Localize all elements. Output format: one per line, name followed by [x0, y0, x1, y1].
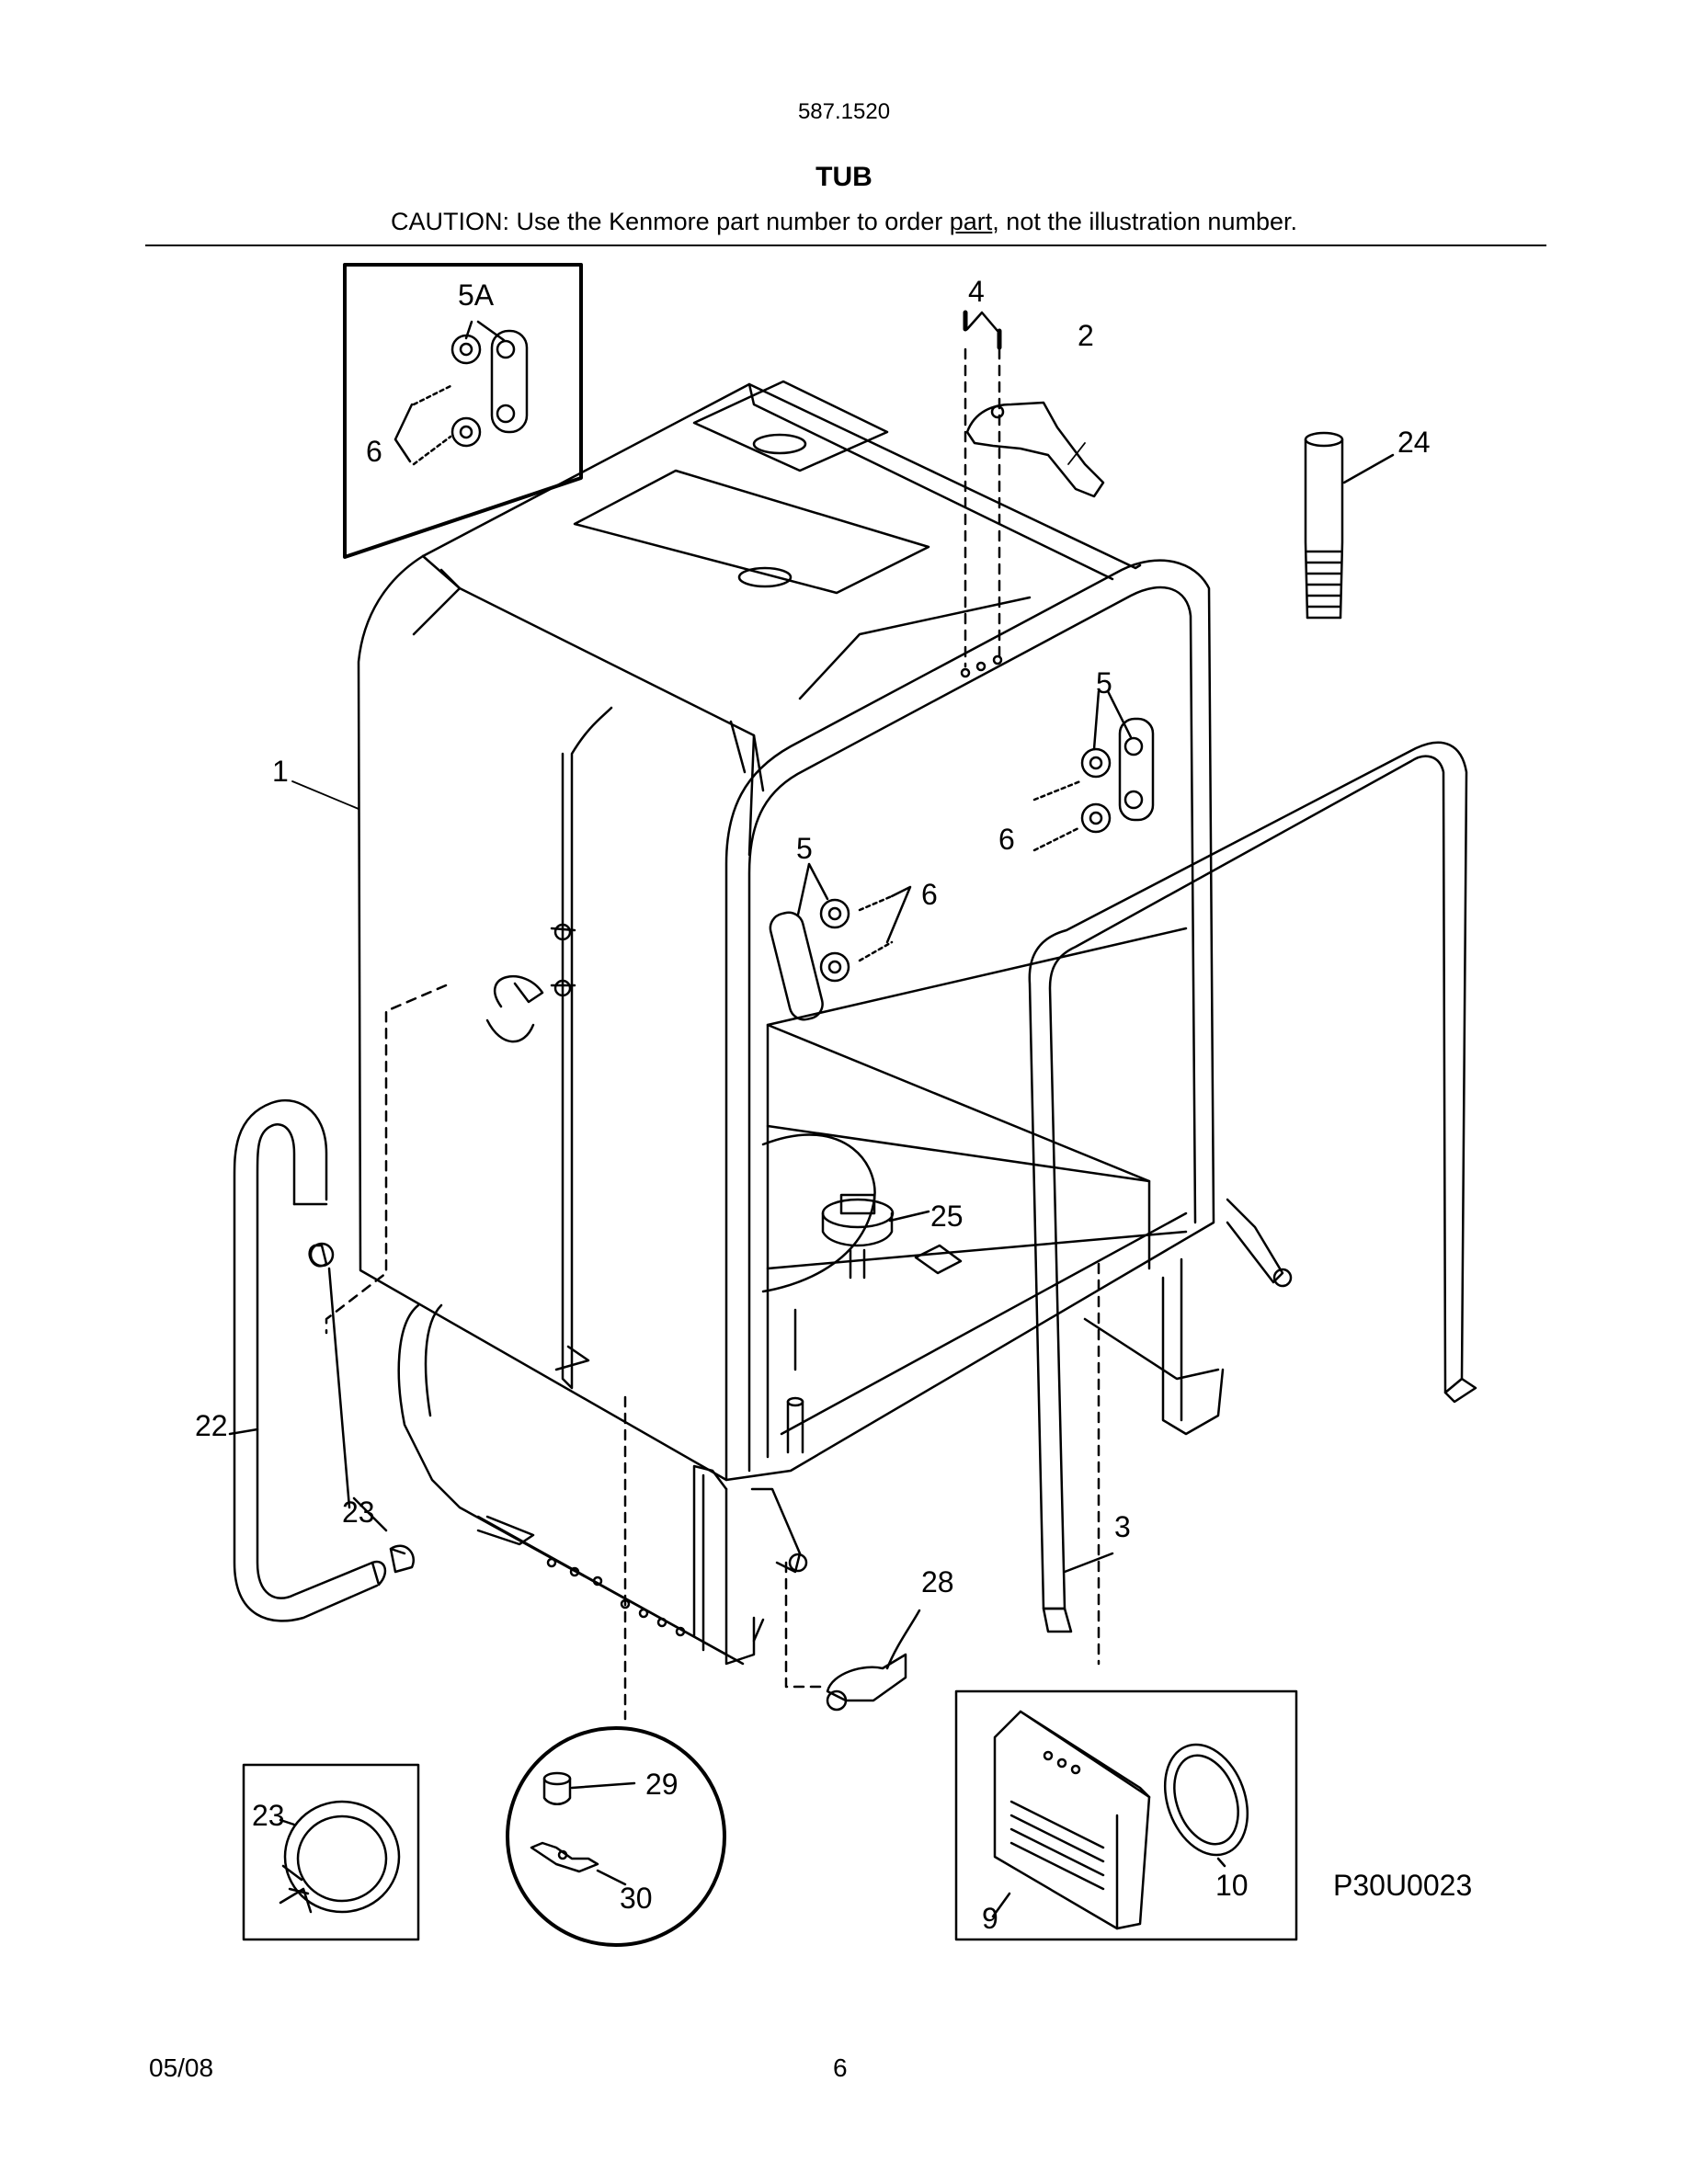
callout-1: 1 [272, 755, 289, 788]
hinge-bracket [963, 310, 1105, 668]
page-number: 6 [833, 2053, 848, 2082]
door-switch [826, 1609, 921, 1712]
page-title: TUB [815, 162, 873, 192]
footer-date: 05/08 [149, 2053, 214, 2082]
heater-and-float [761, 1133, 963, 1454]
rack-rollers [769, 689, 1155, 1021]
inset-float-switch [506, 1726, 726, 1947]
door-gasket [1028, 741, 1477, 1633]
diagram-code: P30U0023 [1333, 1869, 1472, 1902]
model-number: 587.1520 [797, 99, 891, 124]
vent-pipe [1304, 431, 1395, 620]
callout-5a: 5A [458, 279, 495, 312]
callout-6: 6 [921, 878, 938, 911]
callout-9: 9 [982, 1902, 998, 1935]
tub-body [357, 380, 1142, 1482]
callout-2: 2 [1078, 319, 1094, 352]
callout-10: 10 [1215, 1869, 1249, 1902]
callout-5: 5 [796, 832, 813, 865]
caution-note: CAUTION: Use the Kenmore part number to … [0, 208, 1688, 236]
drain-hose [228, 1098, 415, 1622]
callout-leaders [291, 442, 1086, 810]
callout-5: 5 [1096, 666, 1112, 700]
inset-5a-box [343, 263, 583, 559]
inset-hose-clamp [242, 1763, 420, 1941]
callout-25: 25 [930, 1200, 964, 1233]
right-leg-bracket [1083, 1198, 1293, 1436]
callout-4: 4 [968, 275, 985, 308]
callout-30: 30 [620, 1882, 653, 1915]
callout-24: 24 [1397, 426, 1431, 459]
caution-text-end: , not the illustration number. [992, 208, 1297, 235]
base-frame [397, 1303, 808, 1666]
caution-text: CAUTION: Use the Kenmore part number to … [391, 208, 950, 235]
callout-6: 6 [366, 435, 382, 468]
callout-6: 6 [998, 823, 1015, 856]
callout-3: 3 [1114, 1510, 1131, 1543]
header-rule [145, 245, 1546, 246]
door-frame [724, 559, 1215, 1482]
callout-29: 29 [645, 1768, 679, 1801]
caution-part-word: part [949, 208, 993, 235]
assembly-guide-lines [325, 984, 1101, 1721]
callout-labels: 5A 6 4 2 24 5 6 1 5 6 25 22 23 3 28 29 3… [195, 275, 1472, 1935]
callout-28: 28 [921, 1565, 954, 1598]
callout-23: 23 [252, 1799, 285, 1832]
inset-control-module [954, 1689, 1298, 1941]
callout-22: 22 [195, 1409, 228, 1442]
callout-23: 23 [342, 1496, 375, 1529]
